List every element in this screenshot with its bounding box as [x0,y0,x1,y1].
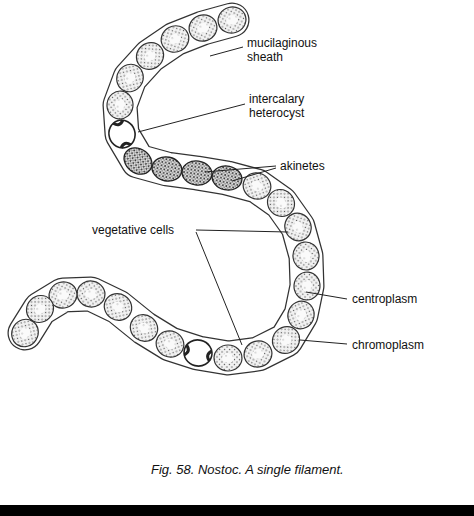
cell [215,4,249,37]
leader-line [138,104,245,132]
centroplasm-area [251,347,265,360]
cell [105,117,138,152]
akinete-cell [119,142,157,179]
centroplasm-area [18,325,33,340]
cell [186,11,221,45]
vegetative-cell [267,321,305,359]
centroplasm-area [162,337,177,351]
polar-nodule [113,120,123,126]
vegetative-cell [75,278,108,309]
cell [125,309,163,346]
leader-line [210,47,243,56]
sheath-fill [25,20,307,358]
polar-nodule [207,350,212,360]
centroplasm-area [225,14,239,27]
centroplasm-area [56,289,70,302]
vegetative-cell [241,337,275,370]
centroplasm-area [136,320,152,335]
heterocyst-cell [105,117,138,152]
vegetative-cell [215,4,249,37]
cell [105,89,135,120]
centroplasm-area [32,301,48,317]
centroplasm-area [114,98,126,111]
centroplasm-area [278,332,294,347]
vegetative-cell [291,240,321,272]
leader-line [196,232,242,345]
akinete-cell [210,163,244,193]
cell [291,240,321,272]
centroplasm-area [142,48,158,63]
cell [7,314,44,352]
leader-lines [138,47,347,345]
sheath-label: mucilaginous sheath [247,36,329,64]
vegetative-cell [7,314,44,352]
cell [280,209,315,245]
mucilaginous-sheath [25,20,307,358]
polar-nodule [120,142,130,148]
akinete-cell [180,159,213,187]
centroplasm-area [300,249,312,262]
centroplasm-area [249,179,264,193]
centroplasm-area [110,300,126,315]
vegetative-cell [186,11,221,45]
bottom-bar [0,505,474,516]
centroplasm-area [84,288,98,300]
vegetative-cell [280,209,315,245]
heterocyst-cell [181,337,214,369]
chromoplasm-label: chromoplasm [352,338,424,352]
cell [75,278,108,309]
vegetative-cell [125,309,163,346]
cell [293,271,321,301]
sheath-outline [25,20,307,358]
leader-line [300,340,347,344]
centroplasm-area [294,308,308,323]
centroplasm-area [291,219,305,234]
heterocyst-label: intercalary heterocyst [249,92,339,120]
vegetative-cell [214,345,242,371]
vegetative-cell [105,89,135,120]
cell [210,163,244,193]
akinete-cell [150,154,184,183]
leader-line [232,168,276,181]
centroplasm-area [196,21,211,34]
centroplasm-area [222,353,234,363]
centroplasm-area [302,280,313,293]
cell [214,345,242,371]
vegetative-cell [293,271,321,301]
leader-line [306,292,347,299]
akinetes-label: akinetes [280,159,325,173]
cell [119,142,157,179]
centroplasm-label: centroplasm [352,292,417,306]
leader-line [196,230,288,232]
cell [241,337,275,370]
vegetative-cells-label: vegetative cells [92,223,174,237]
figure-caption: Fig. 58. Nostoc. A single filament. [151,462,344,477]
centroplasm-area [273,195,289,211]
cell [267,321,305,359]
centroplasm-area [123,70,138,85]
centroplasm-area [167,32,182,46]
cell [150,154,184,183]
cell [181,337,214,369]
cell [180,159,213,187]
polar-nodule [184,345,189,355]
